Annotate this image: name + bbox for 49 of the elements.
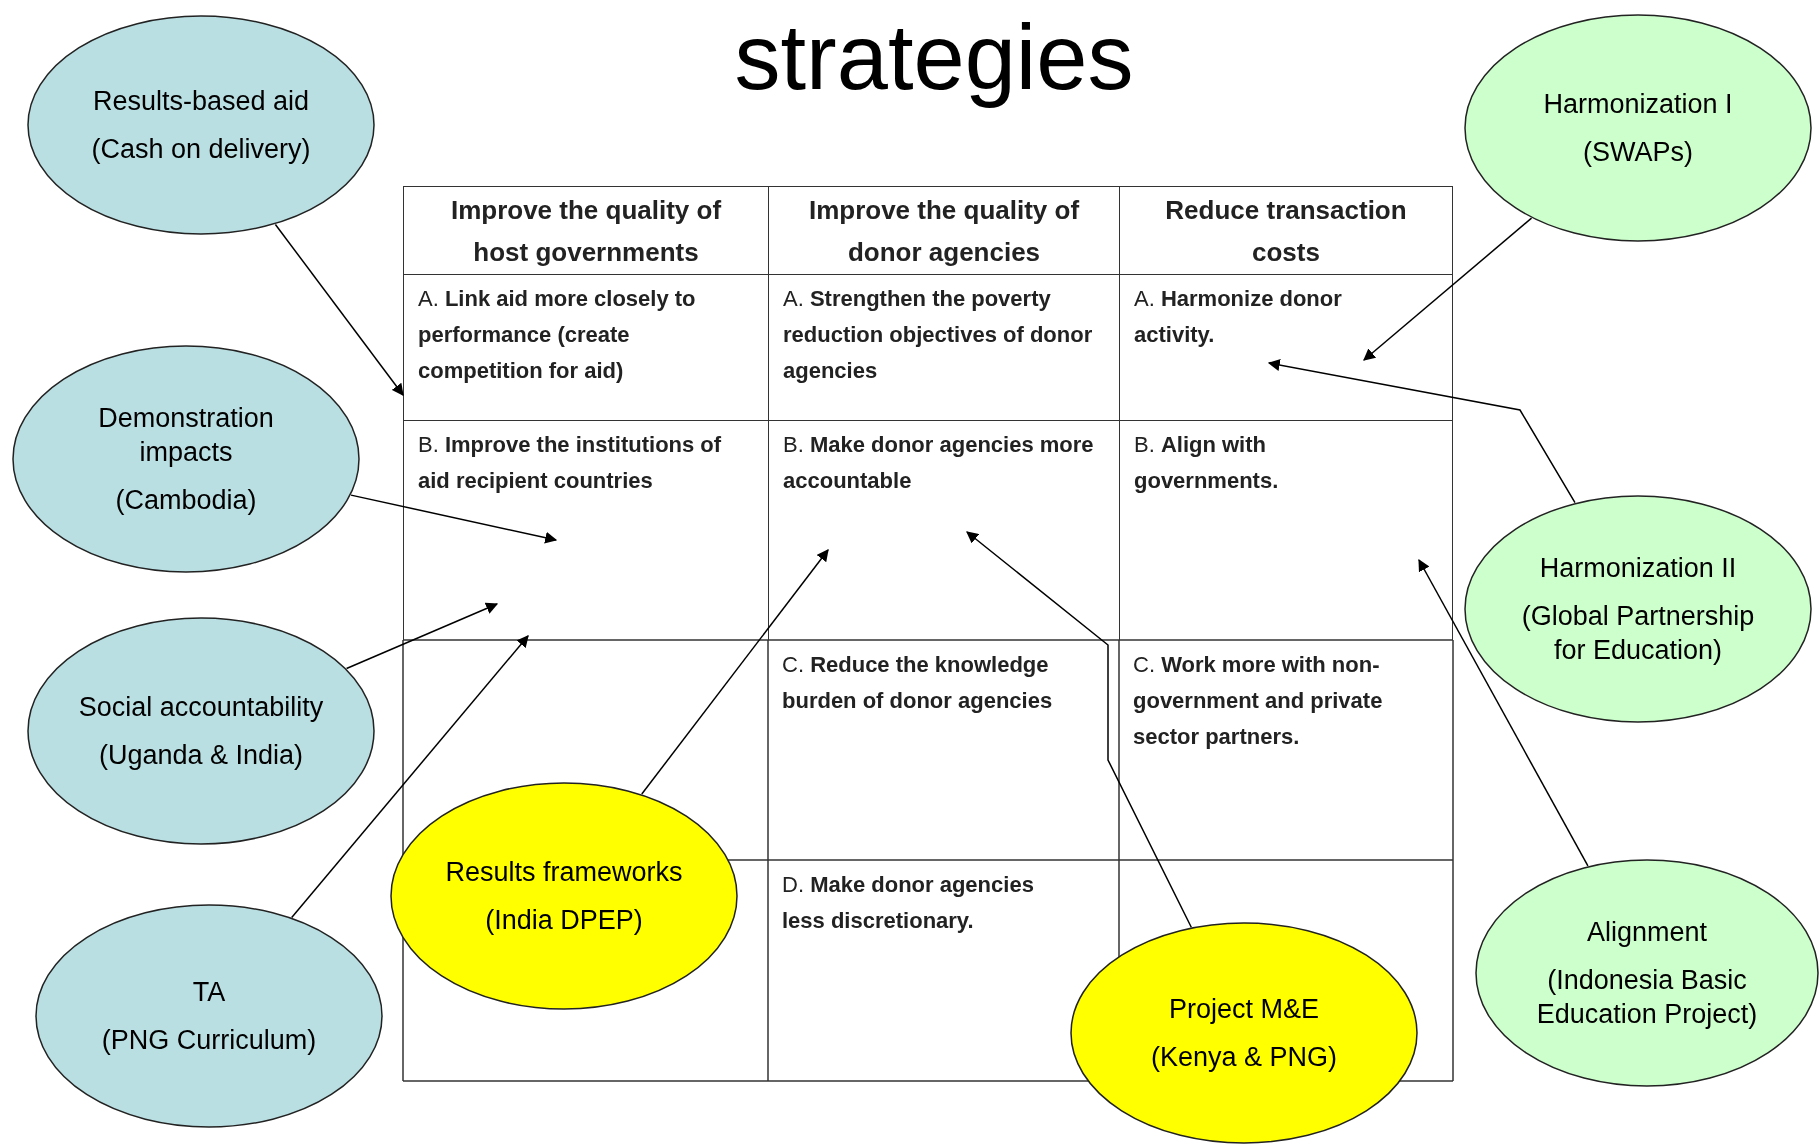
node-label: (Cambodia) — [115, 484, 257, 517]
table-cell — [403, 420, 768, 640]
table-cell — [768, 420, 1119, 640]
node-label: (India DPEP) — [485, 904, 643, 937]
cell-text: A. Harmonize donor activity. — [1134, 285, 1343, 349]
node-label: Project M&E — [1168, 993, 1319, 1026]
node-label: (Cash on delivery) — [91, 133, 311, 166]
node-label: (SWAPs) — [1583, 136, 1693, 169]
arrow — [1418, 558, 1589, 867]
node-label: (Kenya & PNG) — [1150, 1041, 1338, 1074]
node-label: TA — [192, 976, 226, 1009]
arrow — [966, 531, 1193, 928]
arrow — [345, 602, 499, 670]
table-cell — [768, 274, 1119, 420]
cell-text: D. Make donor agencies less discretionary. — [782, 871, 1035, 935]
node-label: Social accountability — [78, 691, 324, 724]
arrow — [290, 635, 529, 919]
cell-text: A. Strengthen the poverty reduction objectives of donor agencies — [783, 285, 1094, 385]
cell-text: C. Reduce the knowledge burden of donor agencies — [782, 651, 1054, 715]
cell-text: B. Improve the institutions of aid recipient countries — [418, 431, 723, 495]
table-cell — [1119, 420, 1453, 640]
table-cell — [1119, 274, 1453, 420]
column-heading: Reduce transaction costs — [1164, 193, 1408, 269]
arrow — [274, 223, 404, 396]
header-cell — [768, 186, 1119, 274]
node-label: Harmonization I — [1543, 88, 1733, 121]
node-label: (Uganda & India) — [98, 739, 304, 772]
node-label: Results-based aid — [92, 85, 310, 118]
cell-text: C. Work more with non-government and private sector partners. — [1133, 651, 1384, 751]
arrow — [1267, 359, 1576, 504]
cell-text: B. Make donor agencies more accountable — [783, 431, 1095, 495]
node-label: (PNG Curriculum) — [101, 1024, 317, 1057]
cell-text: A. Link aid more closely to performance (create competition for aid) — [418, 285, 697, 385]
arrow — [1363, 217, 1533, 361]
header-cell — [403, 186, 768, 274]
arrow — [350, 494, 558, 544]
arrow — [641, 549, 829, 795]
title: strategies — [733, 5, 1135, 110]
node-label: (Global Partnership for Education) — [1520, 600, 1756, 667]
table-cell — [403, 274, 768, 420]
column-heading: Improve the quality of host governments — [449, 193, 723, 269]
node-label: Results frameworks — [445, 856, 683, 889]
header-cell — [1119, 186, 1453, 274]
node-label: Alignment — [1586, 916, 1708, 949]
node-label: Demonstration impacts — [97, 402, 275, 469]
node-label: Harmonization II — [1539, 552, 1737, 585]
cell-text: B. Align with governments. — [1134, 431, 1280, 495]
column-heading: Improve the quality of donor agencies — [807, 193, 1081, 269]
node-label: (Indonesia Basic Education Project) — [1535, 964, 1759, 1031]
